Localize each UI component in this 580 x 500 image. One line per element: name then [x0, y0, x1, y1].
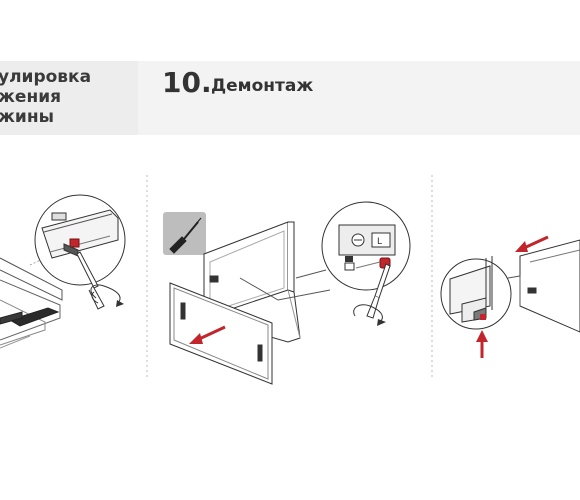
adjustment-illustration [0, 194, 126, 349]
hook-release-illustration [440, 235, 580, 358]
header-band-left [0, 61, 138, 135]
rotate-arrow-icon [90, 284, 121, 304]
lock-box [51, 212, 67, 221]
step-title: Демонтаж [211, 76, 314, 96]
red-arrow-icon [476, 330, 488, 358]
drawer-front-panel [169, 282, 273, 385]
dismount-illustration: L [163, 201, 411, 385]
screwdriver-icon [169, 217, 202, 254]
adjust-screw-highlight [69, 238, 80, 248]
red-arrow-icon [515, 235, 549, 252]
svg-text:L: L [377, 237, 382, 247]
step-number: 10. [162, 66, 212, 99]
header-band-right [138, 61, 580, 135]
section-title-adjustment: улировка жения жины [0, 67, 92, 127]
screwdriver-icon-tile [163, 212, 206, 255]
red-arrow-icon [189, 325, 226, 344]
